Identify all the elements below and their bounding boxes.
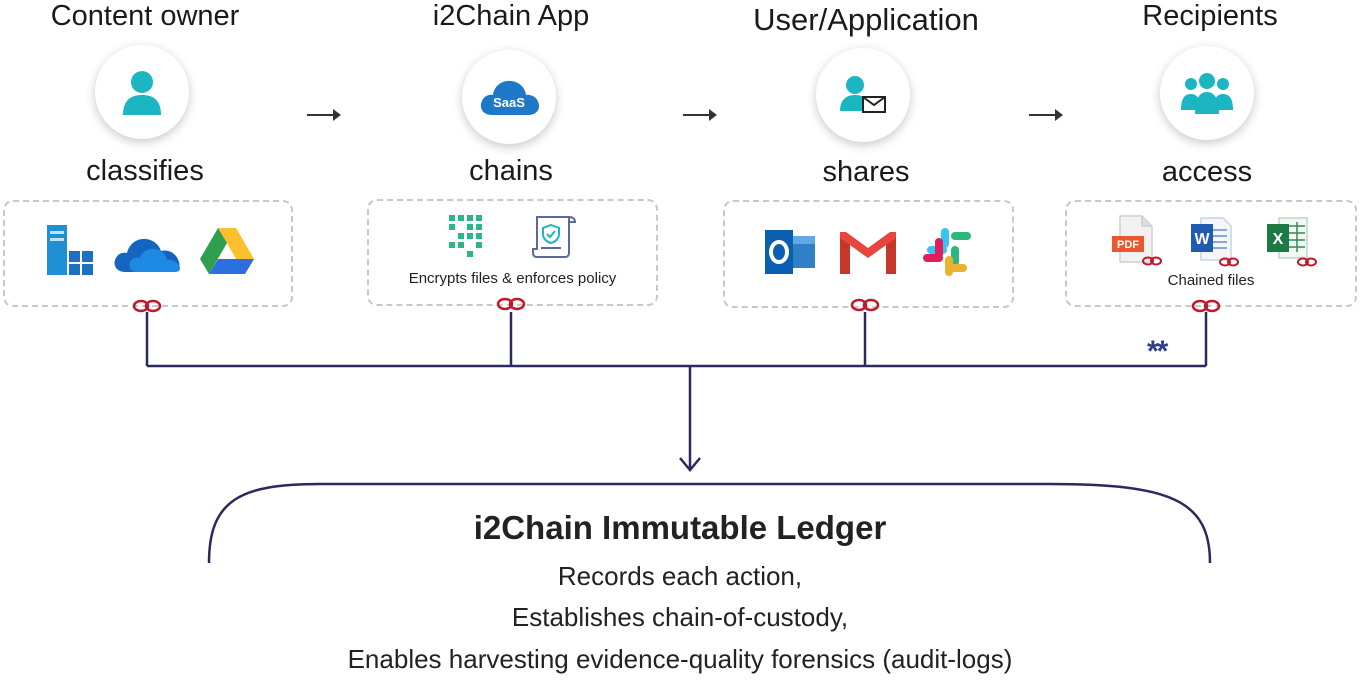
arrow-right-icon <box>683 109 717 121</box>
excel-file-icon: X <box>1267 217 1317 267</box>
classify-box <box>3 200 293 307</box>
user-mail-icon <box>840 76 886 113</box>
saas-cloud-icon: SaaS <box>480 80 539 115</box>
group-icon <box>1181 73 1233 114</box>
chain-box: Encrypts files & enforces policy <box>367 199 658 306</box>
ledger-line-3: Enables harvesting evidence-quality fore… <box>347 644 1013 674</box>
pdf-file-icon: PDF <box>1112 215 1162 266</box>
stage-title-recipients: Recipients <box>1142 0 1278 32</box>
arrow-right-icon <box>1029 109 1063 121</box>
user-application-circle <box>816 48 910 142</box>
google-drive-icon <box>200 228 254 274</box>
stage-title-content-owner: Content owner <box>50 0 240 32</box>
word-file-icon: W <box>1191 217 1239 267</box>
slack-icon <box>923 228 971 276</box>
ledger-title: i2Chain Immutable Ledger <box>473 509 887 546</box>
share-box <box>723 200 1014 308</box>
verb-classifies: classifies <box>86 155 204 187</box>
verb-chains: chains <box>469 155 553 187</box>
policy-scroll-icon <box>532 216 577 258</box>
stage-title-user-application: User/Application <box>753 2 979 37</box>
recipients-circle <box>1160 46 1254 140</box>
person-icon <box>123 71 161 115</box>
arrow-right-icon <box>307 109 341 121</box>
ledger-line-1: Records each action, <box>557 561 803 591</box>
onedrive-icon <box>114 238 180 272</box>
word-label: W <box>1194 231 1210 248</box>
stars-marker: ** <box>1147 335 1168 368</box>
windows-server-icon <box>47 225 93 275</box>
verb-shares: shares <box>822 156 910 188</box>
i2chain-app-circle: SaaS <box>462 50 556 144</box>
chain-link-icon <box>1191 299 1221 313</box>
ledger-line-2: Establishes chain-of-custody, <box>511 602 849 632</box>
chain-link-icon <box>132 299 162 313</box>
encrypt-grid-icon <box>449 215 482 257</box>
verb-access: access <box>1161 156 1253 188</box>
chain-link-icon <box>850 298 880 312</box>
chain-box-caption: Encrypts files & enforces policy <box>408 270 617 287</box>
access-box: PDF W X Chained files <box>1065 200 1357 307</box>
chain-link-icon <box>496 297 526 311</box>
outlook-icon <box>765 230 815 274</box>
content-owner-circle <box>95 45 189 139</box>
gmail-icon <box>840 232 896 274</box>
excel-label: X <box>1273 231 1284 248</box>
pdf-label: PDF <box>1117 239 1139 251</box>
stage-title-i2chain-app: i2Chain App <box>432 0 590 32</box>
saas-label: SaaS <box>493 95 525 110</box>
access-box-caption: Chained files <box>1167 272 1255 289</box>
